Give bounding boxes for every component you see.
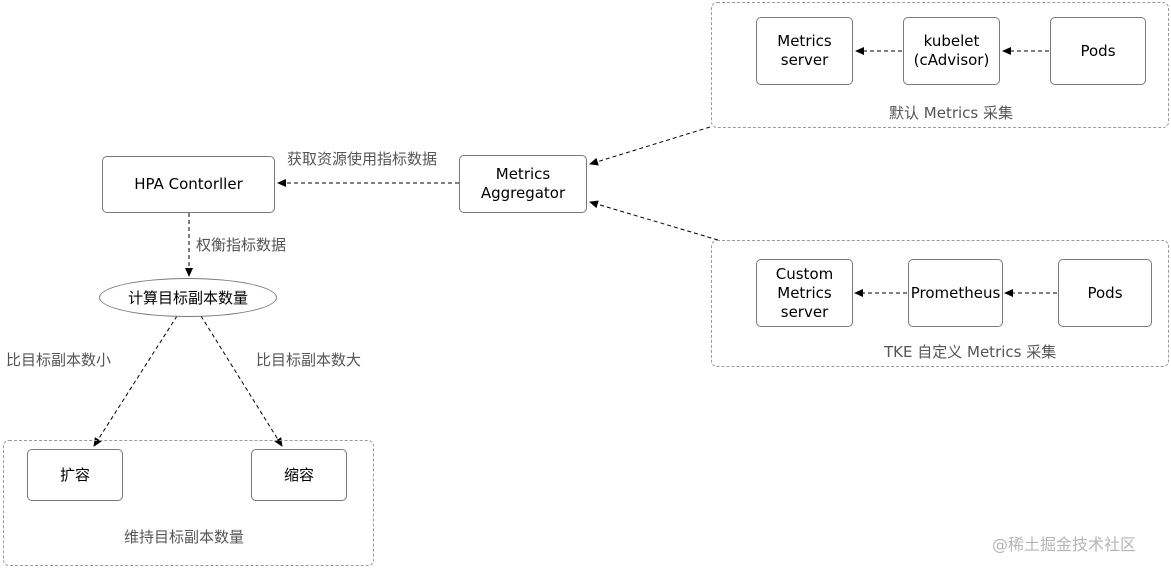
pods-default-node: Pods [1050,17,1146,85]
compute-replicas-label: 计算目标副本数量 [127,289,248,307]
kubelet-node: kubelet (cAdvisor) [903,17,1000,85]
scale-in-node: 缩容 [251,449,347,501]
metrics-server-node: Metrics server [756,17,853,85]
scale-out-node: 扩容 [27,449,123,501]
edge-compute-to-scale-in [200,315,283,447]
maintain-replicas-group-label: 维持目标副本数量 [124,528,245,546]
metrics-aggregator-node: Metrics Aggregator [459,155,587,213]
edge-label-greater-than: 比目标副本数大 [256,351,362,369]
prometheus-node: Prometheus [908,259,1003,327]
scale-in-label: 缩容 [283,465,314,484]
pods-default-label: Pods [1080,41,1116,60]
tke-metrics-group [711,240,1169,367]
tke-metrics-group-label: TKE 自定义 Metrics 采集 [884,343,1057,361]
hpa-controller-label: HPA Contorller [134,175,243,193]
custom-metrics-server-node: Custom Metrics server [756,259,853,327]
metrics-aggregator-label: Metrics Aggregator [480,165,566,202]
default-metrics-group [711,2,1169,128]
custom-metrics-server-label: Custom Metrics server [775,264,834,321]
hpa-controller-node: HPA Contorller [102,156,275,213]
pods-custom-label: Pods [1087,283,1123,302]
edge-label-less-than: 比目标副本数小 [6,351,112,369]
pods-custom-node: Pods [1058,259,1152,327]
edge-label-get-metrics: 获取资源使用指标数据 [287,150,438,168]
prometheus-label: Prometheus [910,283,1001,302]
edge-compute-to-scale-out [93,315,178,447]
kubelet-label: kubelet (cAdvisor) [913,32,990,69]
metrics-server-label: Metrics server [777,32,832,69]
maintain-replicas-group [3,440,374,566]
compute-replicas-node: 计算目标副本数量 [99,278,277,317]
edge-tke-group-to-aggregator [589,200,719,241]
scale-out-label: 扩容 [59,465,90,484]
default-metrics-group-label: 默认 Metrics 采集 [889,104,1013,122]
edge-default-group-to-aggregator [589,126,711,166]
edge-label-weigh-metrics: 权衡指标数据 [196,236,287,254]
watermark: @稀土掘金技术社区 [992,535,1137,554]
